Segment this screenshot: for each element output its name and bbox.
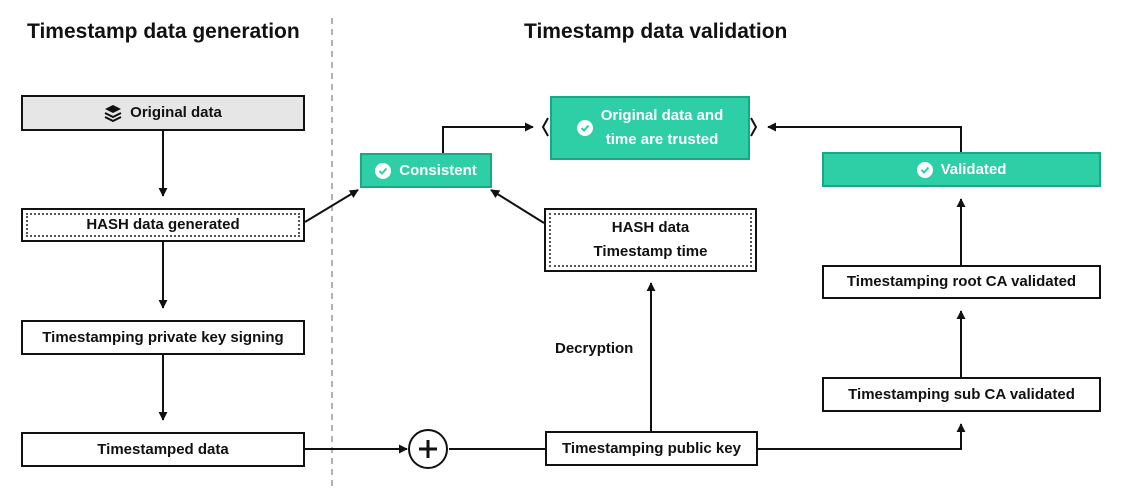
public-key-box: Timestamping public key (545, 431, 758, 466)
trusted-box: Original data and time are trusted (550, 96, 750, 160)
consistent-box: Consistent (360, 153, 492, 188)
hash-generated-box: HASH data generated (21, 208, 305, 242)
sub-ca-box: Timestamping sub CA validated (822, 377, 1101, 412)
layers-icon (104, 104, 122, 122)
trusted-label-line1: Original data and (600, 107, 724, 124)
arrow-validated-to-trusted (767, 122, 962, 152)
original-data-label: Original data (130, 104, 222, 121)
heading-validation: Timestamp data validation (524, 20, 788, 43)
original-data-box: Original data (21, 95, 305, 131)
bracket-left (541, 117, 549, 137)
check-circle-icon (576, 120, 593, 136)
validated-label: Validated (940, 160, 1007, 178)
arrow-hash-to-consistent (304, 189, 359, 223)
public-key-label: Timestamping public key (562, 439, 741, 457)
arrow-consistent-to-trusted (442, 122, 534, 153)
hash-generated-label: HASH data generated (86, 216, 240, 233)
decryption-label: Decryption (555, 340, 634, 357)
timestamped-data-label: Timestamped data (97, 440, 229, 458)
hash-data-timestamp-box: HASH data Timestamp time (544, 208, 757, 272)
root-ca-label: Timestamping root CA validated (846, 273, 1077, 290)
arrow-public-key-to-sub-ca (758, 423, 966, 450)
timestamped-data-box: Timestamped data (21, 432, 305, 467)
hash-data-label: HASH data (611, 219, 690, 236)
private-key-signing-box: Timestamping private key signing (21, 320, 305, 355)
consistent-label: Consistent (399, 161, 477, 179)
check-circle-icon (375, 162, 392, 179)
private-key-signing-label: Timestamping private key signing (42, 328, 284, 346)
check-circle-icon (916, 161, 933, 178)
trusted-label-line2: time are trusted (605, 131, 719, 148)
heading-generation: Timestamp data generation (27, 20, 300, 43)
arrow-hashdata-to-consistent (490, 189, 545, 224)
root-ca-box: Timestamping root CA validated (822, 265, 1101, 299)
plus-circle-icon (408, 429, 448, 469)
bracket-right (750, 117, 758, 137)
validated-box: Validated (822, 152, 1101, 187)
sub-ca-label: Timestamping sub CA validated (848, 385, 1075, 403)
timestamp-time-label: Timestamp time (593, 243, 708, 260)
